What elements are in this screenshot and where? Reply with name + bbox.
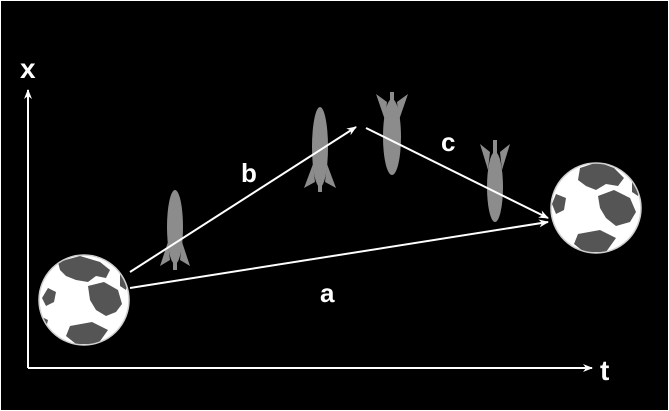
worldline-b-arrow [129, 126, 357, 273]
earth-globe-icon [550, 162, 642, 254]
path-a-label: a [320, 278, 335, 308]
path-b-label: b [241, 158, 257, 188]
rocket-ascending-icon [304, 107, 336, 192]
rocket-descending-icon [376, 92, 408, 175]
worldline-a-arrow [129, 219, 549, 289]
earth-globe-icon [38, 254, 130, 346]
rocket-descending-icon [480, 140, 510, 222]
path-c-label: c [441, 127, 455, 157]
x-axis-label: x [20, 53, 36, 84]
worldline-c-arrow [365, 127, 549, 219]
t-axis-label: t [600, 355, 609, 386]
